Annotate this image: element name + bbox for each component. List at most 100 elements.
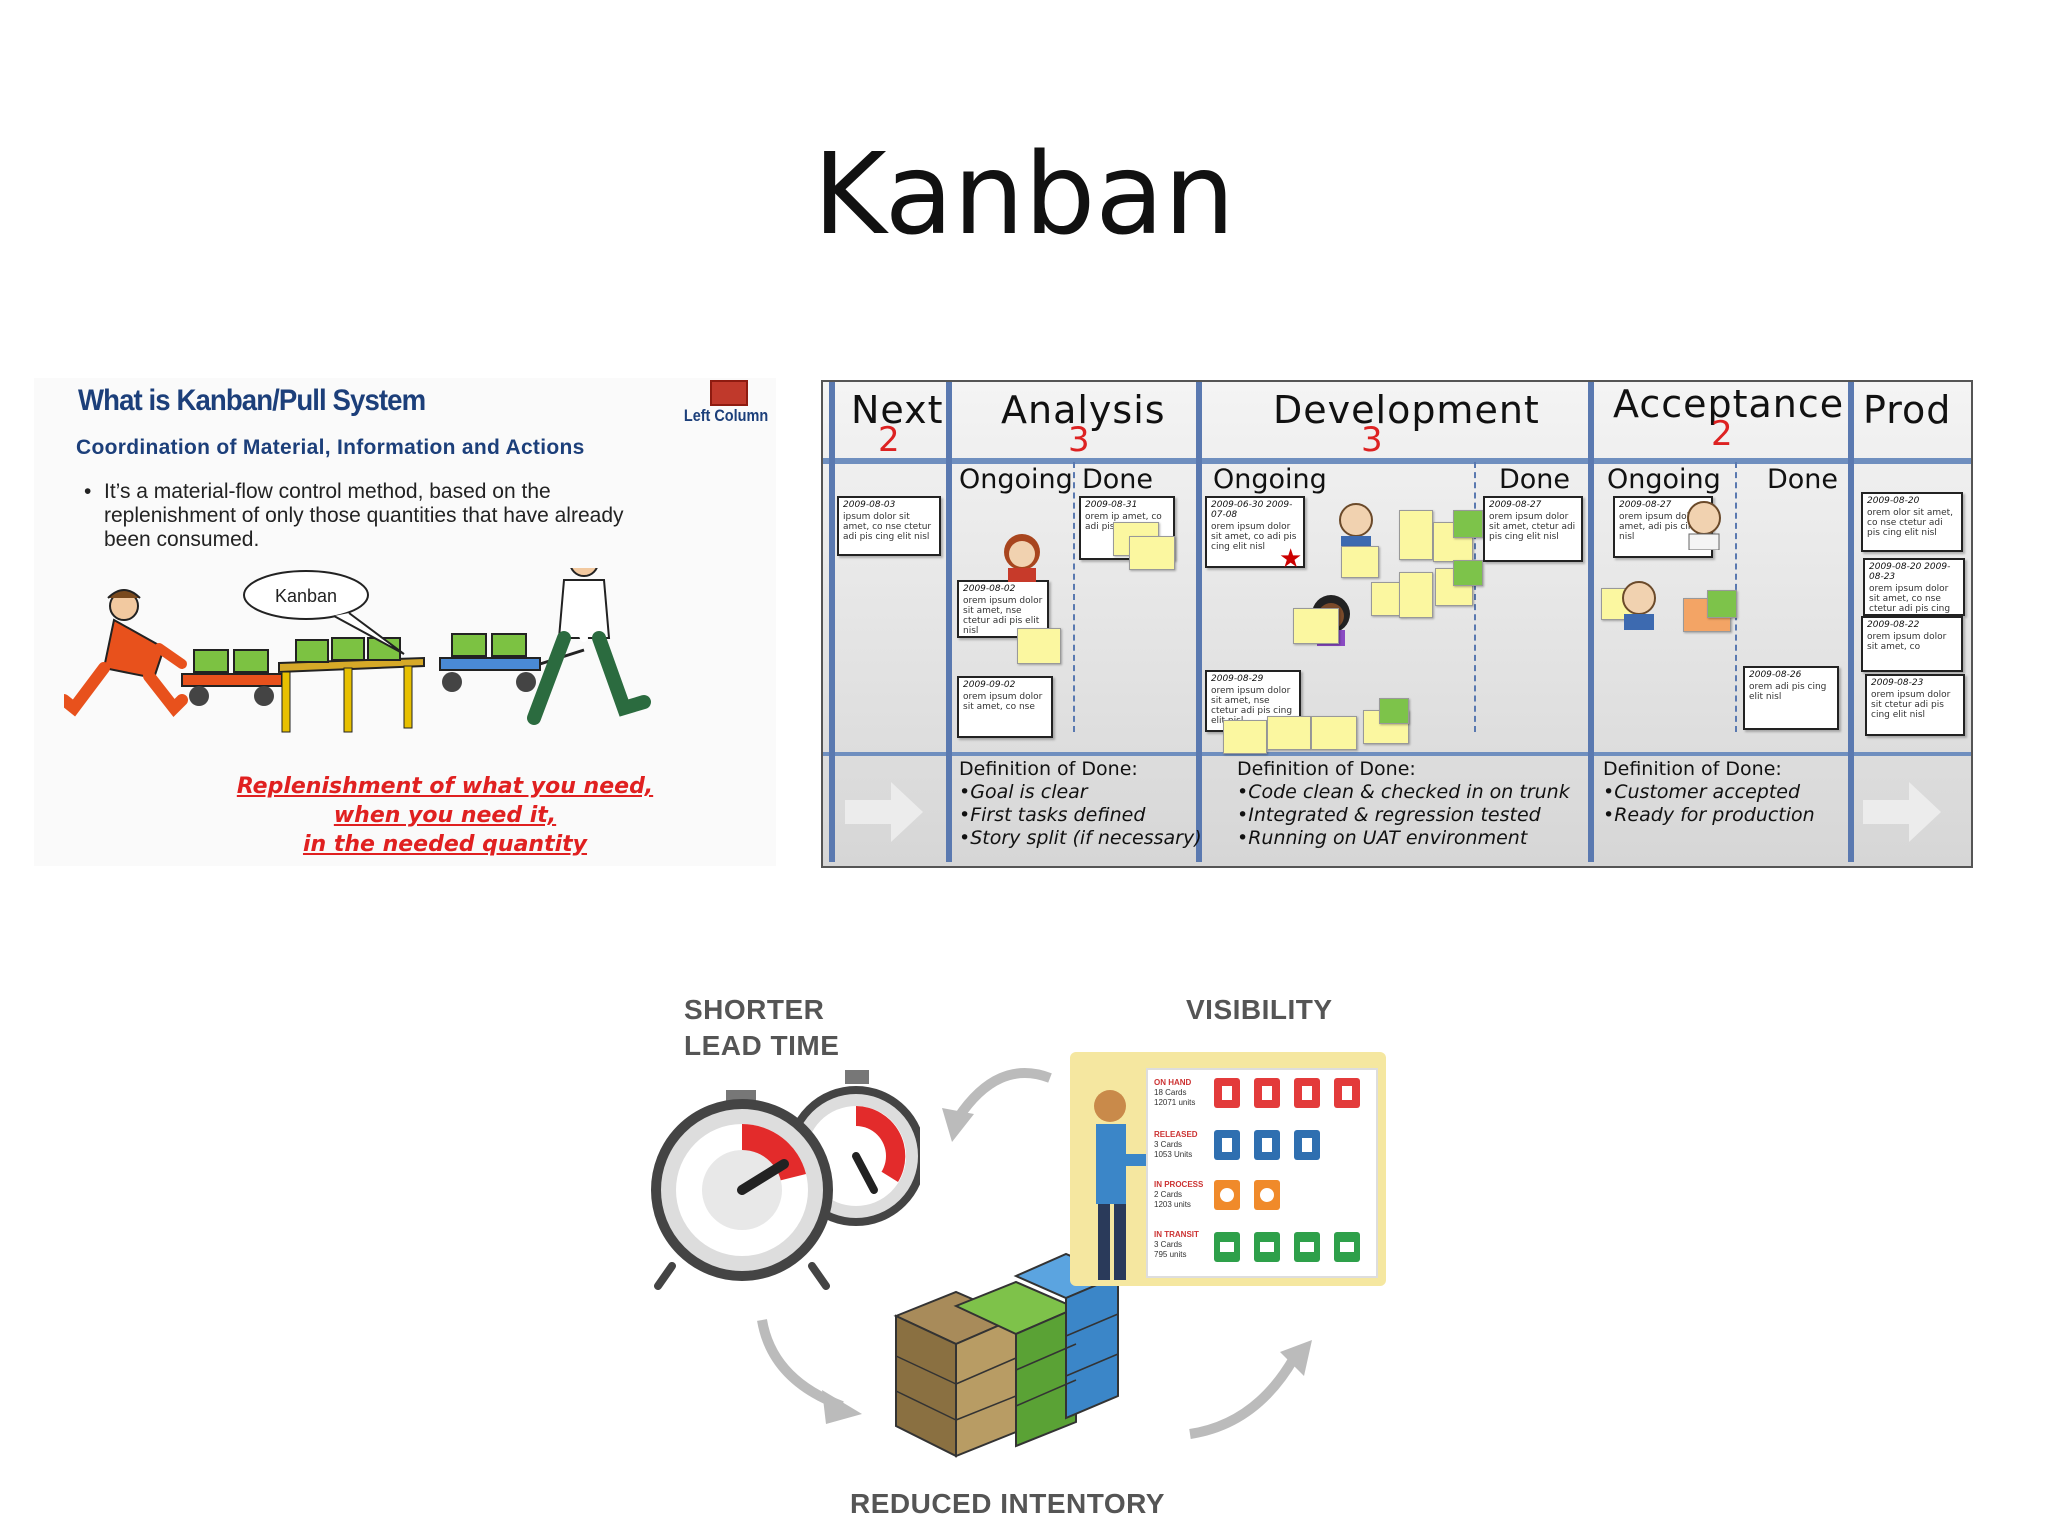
card-date: 2009-09-02 bbox=[963, 680, 1016, 690]
visibility-row: IN TRANSIT 3 Cards 795 units bbox=[1154, 1230, 1199, 1259]
pull-system-bullet: • It’s a material-flow control method, b… bbox=[84, 480, 644, 552]
card-date: 2009-08-02 bbox=[963, 584, 1016, 594]
stopwatch-icon bbox=[651, 1070, 920, 1290]
worker-white-icon bbox=[527, 568, 651, 725]
dod-heading: Definition of Done: bbox=[1603, 758, 1782, 780]
kanban-board-image: Next 2 Analysis 3 Development 3 Acceptan… bbox=[821, 380, 1973, 868]
kanban-bubble-label: Kanban bbox=[275, 586, 337, 606]
development-ongoing-label: Ongoing bbox=[1213, 464, 1327, 495]
avatar-development-1-icon bbox=[1339, 503, 1373, 552]
kanban-cards-icon bbox=[1214, 1078, 1360, 1262]
dod-item: •Story split (if necessary) bbox=[959, 827, 1202, 849]
tagline-line-2: when you need it, bbox=[333, 803, 557, 828]
definition-of-done-development: Definition of Done: •Code clean & checke… bbox=[1237, 758, 1570, 850]
avatar-acceptance-2-icon bbox=[1622, 581, 1656, 630]
sub-column-divider bbox=[1474, 462, 1476, 732]
card-development-1: 2009-06-30 2009-07-08 orem ipsum dolor s… bbox=[1205, 496, 1305, 568]
rack-icon bbox=[278, 637, 425, 733]
sticky-note bbox=[1017, 628, 1061, 664]
bullet-icon: • bbox=[84, 480, 92, 503]
column-development-wip: 3 bbox=[1361, 420, 1383, 460]
card-text: orem ip amet, co adi pis bbox=[1085, 512, 1162, 532]
header-divider bbox=[823, 458, 1971, 464]
definition-of-done-acceptance: Definition of Done: •Customer accepted •… bbox=[1603, 758, 1815, 827]
analysis-done-label: Done bbox=[1082, 464, 1154, 495]
visibility-panel: ON HAND 18 Cards 12071 units RELEASED 3 … bbox=[1146, 1068, 1378, 1278]
sub-column-divider bbox=[1073, 462, 1075, 732]
visibility-board-image: ON HAND 18 Cards 12071 units RELEASED 3 … bbox=[1070, 1052, 1386, 1286]
person-icon bbox=[1094, 1090, 1154, 1280]
definition-divider bbox=[823, 752, 1971, 756]
bullet-text: It’s a material-flow control method, bas… bbox=[104, 480, 624, 551]
curved-arrow-icon bbox=[757, 1319, 862, 1424]
sticky-note bbox=[1399, 510, 1433, 560]
star-icon: ★ bbox=[1279, 544, 1303, 574]
avatar-analysis-icon bbox=[1004, 534, 1040, 582]
development-done-label: Done bbox=[1499, 464, 1571, 495]
sticky-note-green bbox=[1707, 590, 1737, 618]
card-text: orem ipsum dolor sit amet, ctetur adi pi… bbox=[1489, 512, 1576, 542]
definition-of-done-analysis: Definition of Done: •Goal is clear •Firs… bbox=[959, 758, 1202, 850]
card-date: 2009-08-22 bbox=[1867, 620, 1920, 630]
card-date: 2009-08-26 bbox=[1749, 670, 1802, 680]
curved-arrow-icon bbox=[1189, 1340, 1312, 1439]
card-text: orem ipsum dolor amet, adi pis cing nisl bbox=[1619, 512, 1700, 542]
dod-item: •First tasks defined bbox=[959, 804, 1146, 826]
curved-arrow-icon bbox=[942, 1068, 1052, 1142]
tagline-line-3: in the needed quantity bbox=[302, 832, 588, 857]
logo-mark-icon bbox=[710, 380, 748, 406]
dod-heading: Definition of Done: bbox=[959, 758, 1138, 780]
slide-title: Kanban bbox=[813, 130, 1235, 260]
visibility-row: ON HAND 18 Cards 12071 units bbox=[1154, 1078, 1196, 1107]
sticky-note-green bbox=[1379, 698, 1409, 724]
column-acceptance-wip: 2 bbox=[1711, 414, 1733, 454]
column-analysis-heading: Analysis bbox=[1001, 388, 1166, 432]
card-text: ipsum dolor sit amet, co nse ctetur adi … bbox=[843, 512, 932, 542]
card-prod-1: 2009-08-20 orem olor sit amet, co nse ct… bbox=[1861, 492, 1963, 552]
sticky-note bbox=[1223, 720, 1267, 754]
column-development-heading: Development bbox=[1273, 388, 1540, 432]
column-acceptance-heading: Acceptance bbox=[1613, 382, 1845, 426]
worker-orange-icon bbox=[64, 589, 188, 718]
pull-system-heading: What is Kanban/Pull System bbox=[78, 384, 426, 417]
dod-item: •Ready for production bbox=[1603, 804, 1815, 826]
pull-system-subheading: Coordination of Material, Information an… bbox=[76, 436, 585, 459]
avatar-acceptance-1-icon bbox=[1687, 501, 1721, 550]
flow-arrow-icon bbox=[845, 782, 923, 842]
sticky-note bbox=[1267, 716, 1311, 750]
sticky-note bbox=[1293, 608, 1339, 644]
card-text: orem ipsum dolor sit amet, nse ctetur ad… bbox=[963, 596, 1043, 636]
card-text: orem olor sit amet, co nse ctetur adi pi… bbox=[1867, 508, 1954, 538]
sticky-note bbox=[1341, 546, 1379, 578]
cart-left-icon bbox=[181, 649, 283, 706]
shorter-lead-time-label: SHORTER LEAD TIME bbox=[684, 994, 840, 1061]
card-analysis-2: 2009-09-02 orem ipsum dolor sit amet, co… bbox=[957, 676, 1053, 738]
card-text: orem ipsum dolor sit amet, co nse ctetur… bbox=[1869, 584, 1951, 614]
dod-item: •Customer accepted bbox=[1603, 781, 1801, 803]
analysis-ongoing-label: Ongoing bbox=[959, 464, 1073, 495]
acceptance-ongoing-label: Ongoing bbox=[1607, 464, 1721, 495]
card-date: 2009-08-29 bbox=[1211, 674, 1264, 684]
acceptance-done-label: Done bbox=[1767, 464, 1839, 495]
left-column-logo: Left Column bbox=[674, 380, 768, 426]
card-date: 2009-08-20 2009-08-23 bbox=[1869, 562, 1951, 582]
card-text: orem ipsum dolor sit amet, co adi pis ci… bbox=[1211, 522, 1297, 552]
column-divider bbox=[946, 382, 952, 862]
card-date: 2009-08-23 bbox=[1871, 678, 1924, 688]
card-date: 2009-08-20 bbox=[1867, 496, 1920, 506]
column-next-wip: 2 bbox=[878, 420, 900, 460]
pull-system-tagline: Replenishment of what you need, when you… bbox=[34, 772, 776, 859]
pull-system-image: What is Kanban/Pull System Left Column C… bbox=[34, 378, 776, 866]
card-acceptance-done: 2009-08-26 orem adi pis cing elit nisl bbox=[1743, 666, 1839, 730]
column-divider bbox=[1588, 382, 1594, 862]
visibility-row: IN PROCESS 2 Cards 1203 units bbox=[1154, 1180, 1204, 1209]
sticky-note bbox=[1129, 536, 1175, 570]
dod-item: •Code clean & checked in on trunk bbox=[1237, 781, 1570, 803]
dod-item: •Integrated & regression tested bbox=[1237, 804, 1541, 826]
pull-system-illustration: Kanban bbox=[64, 568, 651, 733]
inventory-stack-icon bbox=[893, 1252, 1121, 1458]
column-analysis-wip: 3 bbox=[1068, 420, 1090, 460]
column-divider bbox=[1196, 382, 1202, 862]
card-prod-2: 2009-08-20 2009-08-23 orem ipsum dolor s… bbox=[1863, 558, 1965, 616]
card-date: 2009-08-03 bbox=[843, 500, 896, 510]
